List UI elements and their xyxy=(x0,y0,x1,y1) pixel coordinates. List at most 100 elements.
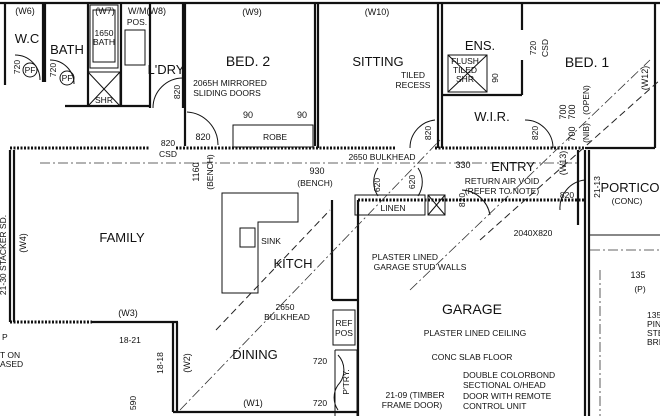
room-bed-1: BED. 1 xyxy=(565,54,610,70)
dim-135: 135 xyxy=(630,270,645,280)
room-bath: BATH xyxy=(50,42,84,57)
window-tag-w2: (W2) xyxy=(182,353,192,373)
timber-door-note-1: 21-09 (TIMBER xyxy=(385,390,444,400)
dim-720: 720 xyxy=(12,60,22,74)
refer-note: (REFER TO NOTE) xyxy=(465,186,539,196)
robe-label: ROBE xyxy=(263,132,287,142)
door-swings xyxy=(14,54,586,411)
dim-90: 90 xyxy=(297,110,307,120)
dim-700: 700 xyxy=(558,104,568,119)
ceiling-lines xyxy=(40,59,660,416)
window-tag-w3: (W3) xyxy=(118,308,138,318)
dim-90: 90 xyxy=(490,73,500,83)
return-air-note: RETURN AIR VOID xyxy=(465,176,540,186)
recess-note: RECESS xyxy=(396,80,431,90)
dim-820: 820 xyxy=(195,132,210,142)
bench-note: (BENCH) xyxy=(297,178,333,188)
dim-930: 930 xyxy=(309,166,324,176)
pf-note-wc: PF xyxy=(25,65,36,75)
csd-note: CSD xyxy=(159,149,177,159)
room-kitchen: KITCH xyxy=(274,256,313,271)
bulkhead-note: 2650 BULKHEAD xyxy=(348,152,415,162)
colorbond-note-3: DOOR WITH REMOTE xyxy=(463,391,552,401)
room-wir: W.I.R. xyxy=(474,109,509,124)
tiled-recess-note: TILED xyxy=(401,70,425,80)
stacker-door-note: 21-30 STACKER SD. xyxy=(0,215,8,295)
dim-590: 590 xyxy=(128,396,138,410)
dim-720: 720 xyxy=(313,398,327,408)
dim-700: 700 xyxy=(567,126,577,141)
flush-note: FLUSH xyxy=(451,56,479,66)
room-dining: DINING xyxy=(232,347,278,362)
plaster-ceiling-note: PLASTER LINED CEILING xyxy=(424,328,527,338)
pf-circle xyxy=(59,70,75,86)
dim-720: 720 xyxy=(48,63,58,77)
ref-pos-label: POS xyxy=(335,328,353,338)
dim-90: 90 xyxy=(243,110,253,120)
portico-conc-note: (CONC) xyxy=(612,196,643,206)
window-tag-w1: (W1) xyxy=(243,398,263,408)
dim-720: 720 xyxy=(528,41,538,55)
window-tag-w10: (W10) xyxy=(365,7,390,17)
left-p-note: P xyxy=(2,332,8,342)
colorbond-note-4: CONTROL UNIT xyxy=(463,401,526,411)
dim-330: 330 xyxy=(455,160,470,170)
right-note-3: STE xyxy=(647,328,660,338)
slab-floor-note: CONC SLAB FLOOR xyxy=(432,352,513,362)
bulkhead-size-note: 2650 xyxy=(276,302,295,312)
dim-620: 620 xyxy=(407,175,417,189)
right-note-1: 135 xyxy=(647,310,660,320)
room-portico: PORTICO xyxy=(601,180,660,195)
pantry-label: P'TRY. xyxy=(341,369,351,394)
bench-note: (BENCH) xyxy=(205,154,215,190)
dim-820: 820 xyxy=(423,126,433,140)
room-ensuite: ENS. xyxy=(465,38,495,53)
flush-tiled-note: TILED xyxy=(453,65,477,75)
wm-pos-note: POS. xyxy=(127,17,147,27)
pf-note-bath: PF xyxy=(62,73,73,83)
sliding-doors-note: SLIDING DOORS xyxy=(193,88,261,98)
ref-label: REF xyxy=(336,318,353,328)
dim-18-21: 18-21 xyxy=(119,335,141,345)
left-note-1: T ON xyxy=(0,350,20,360)
window-tag-w7: (W7) xyxy=(95,6,115,16)
room-sitting: SITTING xyxy=(352,54,403,69)
room-entry: ENTRY xyxy=(491,159,535,174)
room-garage: GARAGE xyxy=(442,301,502,317)
csd-note: CSD xyxy=(540,39,550,57)
pf-circle xyxy=(22,62,38,78)
colorbond-note-2: SECTIONAL O/HEAD xyxy=(463,380,546,390)
right-note-2: PIN xyxy=(647,319,660,329)
bulkhead-note: BULKHEAD xyxy=(264,312,310,322)
open-note: (OPEN) xyxy=(581,85,591,115)
window-tag-w6: (W6) xyxy=(15,6,35,16)
timber-door-note-2: FRAME DOOR) xyxy=(382,400,443,410)
room-wc: W.C xyxy=(15,31,40,46)
dim-820: 820 xyxy=(530,126,540,140)
right-note-4: BRI xyxy=(647,337,660,347)
dim-820: 820 xyxy=(172,85,182,99)
dim-720: 720 xyxy=(313,356,327,366)
sink-note: SINK xyxy=(261,236,281,246)
plaster-walls-note: PLASTER LINED xyxy=(372,252,438,262)
dim-820: 820 xyxy=(457,193,467,207)
window-tag-w12: (W12) xyxy=(640,66,650,91)
linen-label: LINEN xyxy=(380,203,405,213)
dim-21-13: 21-13 xyxy=(592,176,602,198)
dim-18-18: 18-18 xyxy=(155,352,165,374)
colorbond-note-1: DOUBLE COLORBOND xyxy=(463,370,555,380)
dim-1160: 1160 xyxy=(191,162,201,181)
dim-700: 700 xyxy=(567,104,577,119)
flush-shr-note: SHR xyxy=(456,74,474,84)
mirrored-doors-note: 2065H MIRRORED xyxy=(193,78,267,88)
bath-size-note: 1650 xyxy=(95,28,114,38)
nib-note: (NIB) xyxy=(581,123,591,143)
left-note-2: ASED xyxy=(0,359,23,369)
p-note: (P) xyxy=(634,284,646,294)
garage-stud-walls-note: GARAGE STUD WALLS xyxy=(374,262,467,272)
room-laundry: L'DRY xyxy=(148,62,185,77)
window-tag-w4: (W4) xyxy=(18,233,28,253)
window-tag-w9: (W9) xyxy=(242,7,262,17)
